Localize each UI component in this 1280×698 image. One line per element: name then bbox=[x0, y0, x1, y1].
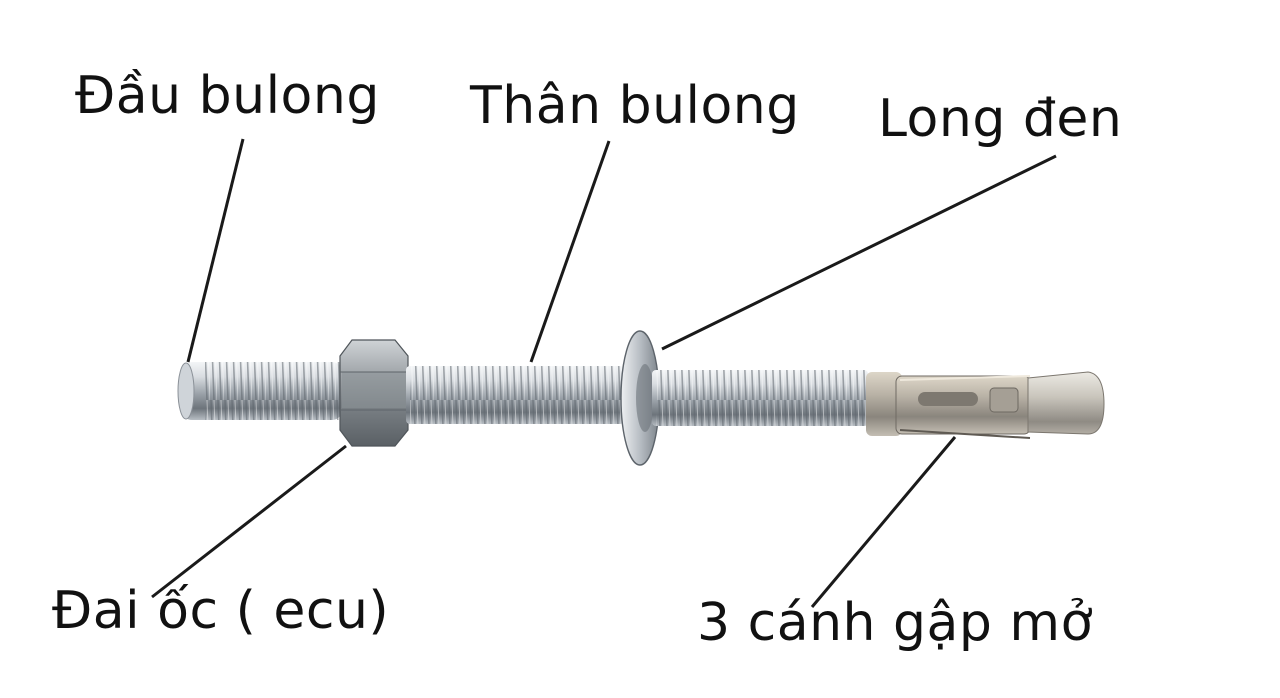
label-nut: Đai ốc ( ecu) bbox=[52, 581, 390, 641]
expansion-sleeve bbox=[866, 372, 1031, 439]
label-bolt-shank: Thân bulong bbox=[470, 76, 800, 136]
bolt-shank bbox=[406, 366, 624, 424]
bolt-shank-lower bbox=[652, 370, 868, 426]
leader-line-washer bbox=[661, 154, 1057, 351]
cone-tip bbox=[1027, 371, 1105, 435]
label-washer: Long đen bbox=[878, 89, 1123, 149]
label-wings: 3 cánh gập mở bbox=[697, 593, 1093, 653]
bolt-head bbox=[177, 362, 342, 420]
leader-line-head bbox=[186, 138, 245, 363]
leader-line-wings bbox=[810, 436, 957, 608]
leader-line-nut bbox=[151, 444, 347, 599]
label-bolt-head: Đầu bulong bbox=[75, 66, 380, 126]
washer bbox=[620, 330, 660, 466]
leader-line-shank bbox=[529, 140, 611, 363]
hex-nut bbox=[339, 339, 409, 447]
